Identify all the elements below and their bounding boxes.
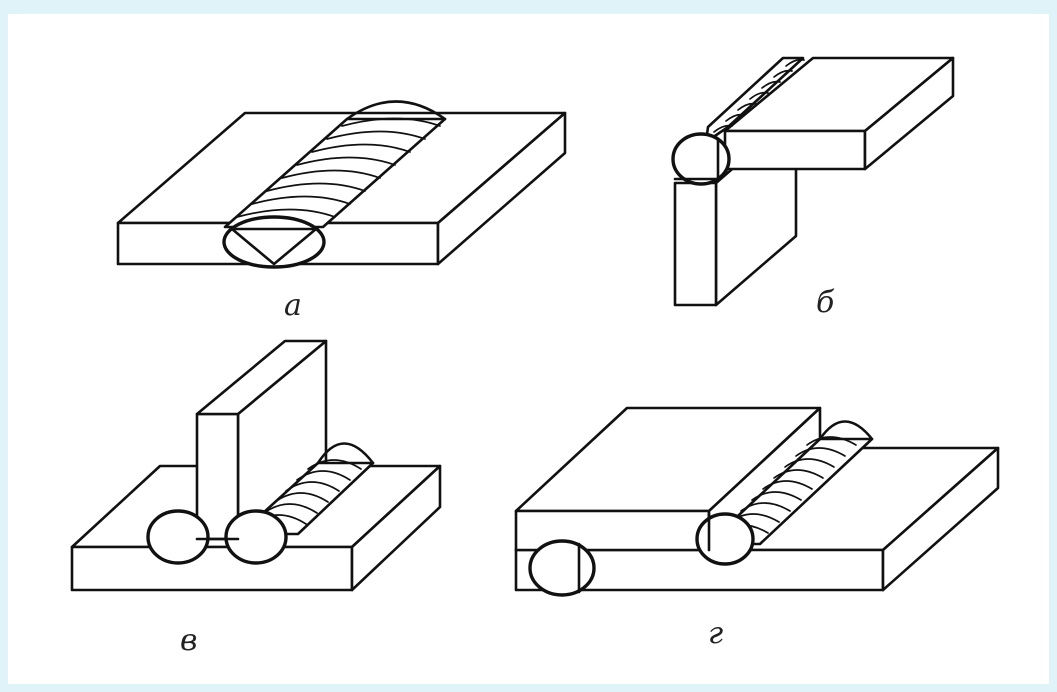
- figure-g-label: г: [708, 616, 723, 651]
- left-fillet-cross-section: [146, 509, 210, 565]
- tee-weld-ripples: [252, 459, 362, 525]
- figure-b-label: б: [816, 285, 835, 320]
- plate-side-face: [436, 111, 567, 266]
- corner-weld-cross-section: [671, 132, 731, 186]
- vertical-plate-front: [673, 181, 718, 307]
- diagram-panel: а б: [8, 14, 1049, 684]
- corner-plate-edge: [673, 137, 720, 181]
- v-groove: [230, 227, 318, 266]
- tee-weld-end-cap: [316, 442, 375, 465]
- weld-cross-section: [222, 215, 326, 269]
- lap-weld-end-cap: [818, 420, 874, 441]
- base-plate-side: [350, 464, 442, 592]
- corner-weld-bead: [704, 56, 805, 144]
- base-plate-front: [70, 545, 354, 592]
- figure-v-label: в: [180, 623, 197, 658]
- weld-joints-drawing: а б: [70, 56, 1000, 658]
- right-fillet-cross-section: [224, 509, 288, 565]
- lower-plate-side: [881, 446, 1000, 592]
- lap-weld-ripples: [718, 436, 857, 534]
- figure-a-butt-weld: а: [116, 100, 567, 323]
- figure-v-tee-weld: в: [70, 339, 442, 658]
- figure-g-lap-weld: г: [514, 406, 1000, 651]
- upright-plate-top: [195, 339, 328, 416]
- corner-weld-ripples: [713, 58, 805, 133]
- weld-bead-end-cap: [345, 100, 447, 121]
- horizontal-plate-front: [723, 129, 867, 171]
- lap-weld-cross-section: [695, 512, 755, 566]
- figure-a-label: а: [284, 288, 302, 323]
- figure-b-corner-weld: б: [671, 56, 955, 320]
- lower-weld-cross-section: [528, 539, 596, 597]
- weld-ripples: [236, 117, 441, 218]
- horizontal-plate-side: [863, 56, 955, 171]
